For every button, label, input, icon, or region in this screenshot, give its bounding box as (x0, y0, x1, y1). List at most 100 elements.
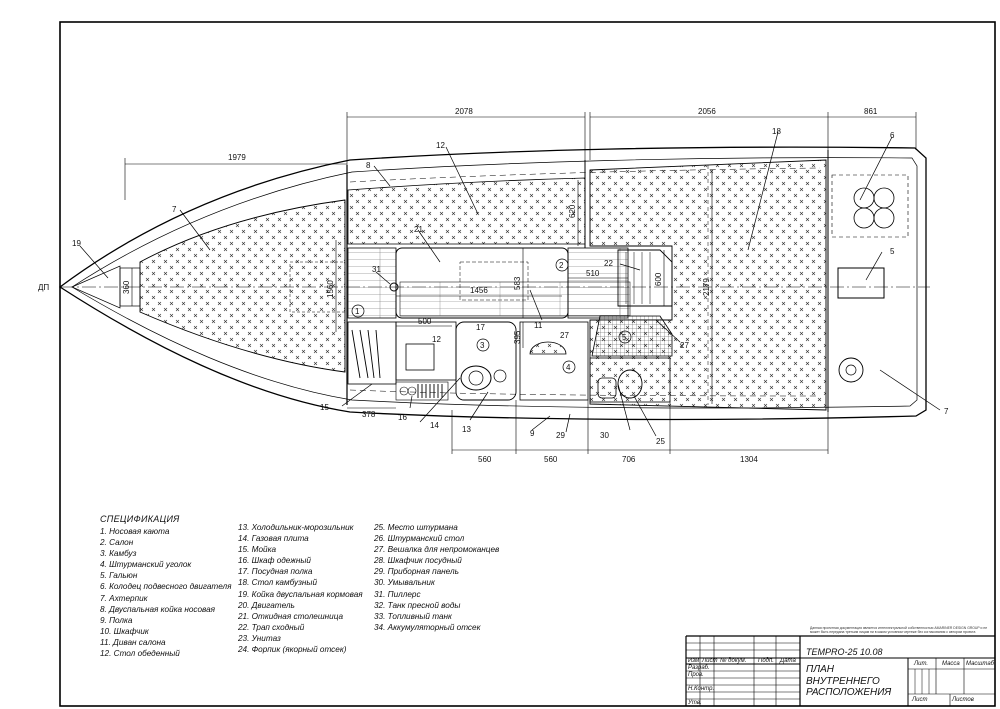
callout-4: 4 (566, 363, 571, 372)
tb-col-list: Лист (702, 658, 718, 664)
dim-861: 861 (864, 107, 878, 116)
callout-11: 12 (436, 141, 445, 150)
dim-510: 510 (586, 269, 600, 278)
tb-row-approved: Утв. (688, 700, 702, 706)
dim-378: 378 (362, 410, 376, 419)
spec-item: 13. Холодильник-морозильник (238, 523, 354, 532)
spec-item: 29. Приборная панель (374, 567, 459, 577)
callout-24: 19 (72, 239, 81, 248)
spec-item: 2. Салон (100, 538, 134, 548)
callout-6: 5 (890, 247, 895, 256)
callout-3: 3 (480, 341, 485, 350)
spec-item: 7. Ахтерпик (100, 593, 148, 603)
drawing-title-line: ВНУТРЕННЕГО (806, 675, 880, 687)
spec-item: 27. Вешалка для непромоканцев (374, 545, 500, 555)
callout-29: 29 (556, 431, 565, 440)
dim-1979: 1979 (228, 153, 246, 162)
drawing-title-line: РАСПОЛОЖЕНИЯ (806, 687, 892, 698)
dim-560a: 560 (478, 455, 492, 464)
callout-14: 13 (462, 425, 471, 434)
dim-500: 500 (418, 317, 432, 326)
stove-burner (460, 365, 492, 391)
callout-23: 25 (656, 437, 665, 446)
spec-item: 5. Гальюн (100, 571, 138, 581)
tb-sheet: Лист (912, 697, 928, 703)
tb-scale: Масштаб (966, 661, 995, 667)
callout-27: 27 (680, 341, 689, 350)
spec-item: 19. Койка двуспальная кормовая (238, 589, 363, 599)
callout-19: 18 (772, 127, 781, 136)
spec-item: 17. Посудная полка (238, 567, 313, 577)
hull-inner (71, 157, 918, 409)
copyright-note: Данная проектная документация является и… (810, 626, 988, 635)
leader-lines (79, 131, 941, 437)
dim-395: 395 (513, 330, 522, 344)
drawing-code: TEMPRO-25 10.08 (806, 647, 883, 657)
spec-title: СПЕЦИФИКАЦИЯ (100, 514, 180, 524)
dim-1456: 1456 (470, 286, 488, 295)
galley-counter (455, 321, 517, 401)
callout-9: 8 (366, 161, 371, 170)
spec-column-3: 25. Место штурмана 26. Штурманский стол … (374, 522, 499, 633)
callout-5: 5 (622, 333, 627, 342)
spec-item: 4. Штурманский уголок (100, 560, 192, 570)
spec-item: 26. Штурманский стол (374, 534, 465, 544)
spec-item: 8. Двуспальная койка носовая (100, 604, 216, 614)
centerline-label: ДП (38, 283, 49, 292)
drawing-title-line: ПЛАН (806, 664, 834, 675)
callout-30: 30 (600, 431, 609, 440)
dim-560b: 560 (544, 455, 558, 464)
pillar-post (389, 282, 399, 292)
callout-22: 22 (604, 259, 613, 268)
dim-2179: 2179 (702, 278, 711, 296)
tb-mass: Масса (942, 661, 960, 667)
title-block-grid (685, 635, 995, 706)
spec-item: 1. Носовая каюта (100, 527, 170, 536)
fuel-tank-cylinder (853, 187, 875, 209)
spec-column-1: 1. Носовая каюта 2. Салон 3. Камбуз 4. Ш… (100, 526, 232, 659)
saloon-table-area (347, 247, 631, 319)
spec-item: 3. Камбуз (100, 549, 137, 559)
spec-item: 34. Аккумуляторный отсек (374, 622, 481, 632)
callout-21: 21 (414, 225, 423, 234)
spec-item: 31. Пиллерс (374, 589, 421, 599)
dim-600: 600 (654, 272, 663, 286)
tb-col-sign: Подп. (758, 658, 774, 664)
spec-item: 21. Откидная столешница (238, 611, 344, 621)
dim-706: 706 (622, 455, 636, 464)
callout-2: 2 (559, 261, 564, 270)
tb-sheets: Листов (952, 697, 974, 703)
nav-station (519, 315, 673, 401)
dim-2056: 2056 (698, 107, 716, 116)
callout-16: 15 (320, 403, 329, 412)
dim-1304: 1304 (740, 455, 758, 464)
spec-item: 23. Унитаз (238, 633, 281, 643)
v-berth-cushion (139, 199, 346, 373)
cockpit-hatch (838, 357, 864, 383)
tb-col-date: Дата (780, 658, 796, 664)
fridge-lid (405, 343, 435, 371)
sheet-frame (59, 21, 996, 707)
spec-item: 10. Шкафчик (100, 626, 149, 636)
dimension-labels: 2078 2056 861 1979 1456 510 500 378 560 … (38, 107, 878, 464)
tb-row-developer: Разраб. (688, 665, 710, 671)
deck-line-upper (349, 167, 821, 183)
dimension-lines (124, 112, 917, 454)
callout-7-bottom: 7 (944, 407, 949, 416)
tb-col-izm: Изм (688, 658, 700, 664)
callout-7-top: 6 (890, 131, 895, 140)
tb-row-normcontrol: Н.Контр. (688, 686, 715, 692)
drawing-title: ПЛАН ВНУТРЕННЕГО РАСПОЛОЖЕНИЯ (806, 664, 891, 699)
aft-peak (831, 174, 909, 383)
nav-seat (529, 341, 567, 355)
callout-18: 17 (476, 323, 485, 332)
spec-item: 20. Двигатель (238, 600, 295, 610)
dim-583: 583 (513, 276, 522, 290)
spec-item: 22. Трап сходный (238, 622, 305, 632)
spec-item: 15. Мойка (238, 545, 277, 555)
galley (347, 321, 517, 401)
spec-item: 6. Колодец подвесного двигателя (100, 582, 232, 592)
spec-item: 30. Умывальник (374, 578, 435, 588)
callout-1: 1 (355, 307, 360, 316)
